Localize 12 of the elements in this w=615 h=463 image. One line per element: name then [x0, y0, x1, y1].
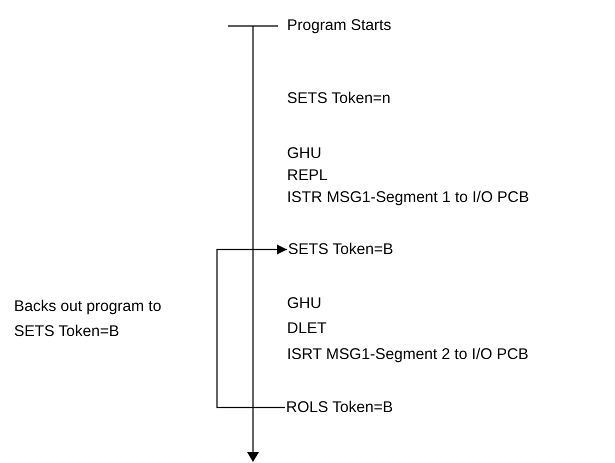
call-label: ISTR MSG1-Segment 1 to I/O PCB — [287, 188, 530, 207]
step-text: ROLS Token=B — [286, 398, 393, 417]
event-label: Program Starts — [287, 16, 392, 35]
call-label: ISRT MSG1-Segment 2 to I/O PCB — [287, 345, 528, 364]
call-label: DLET — [287, 319, 327, 338]
call-label: GHU — [287, 144, 322, 163]
call-label: REPL — [287, 166, 328, 185]
step-label: SETS Token=n — [287, 89, 391, 108]
call-label: GHU — [287, 294, 322, 313]
return-arrow — [216, 244, 287, 408]
step-text: SETS Token=B — [288, 240, 394, 259]
note-text: Backs out program to SETS Token=B — [14, 297, 162, 342]
